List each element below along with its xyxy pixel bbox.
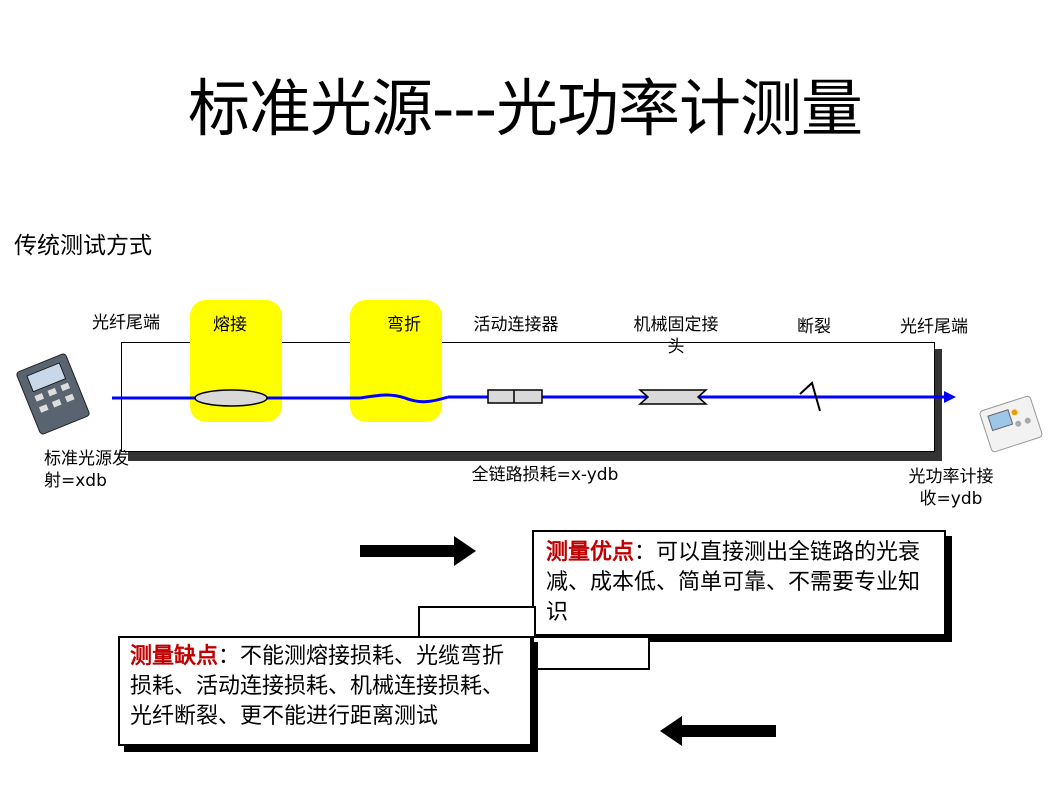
connector-rect-upper [418, 606, 536, 640]
bend-label: 弯折 [387, 315, 421, 335]
pros-text: 测量优点：可以直接测出全链路的光衰减、成本低、简单可靠、不需要专业知识 [546, 538, 930, 628]
active-connector-label: 活动连接器 [473, 315, 559, 335]
fusion-splice-icon [194, 389, 268, 407]
fiber-break-icon [799, 381, 821, 412]
mechanical-joint-label: 机械固定接头 [633, 315, 719, 357]
connector-rect-lower [532, 636, 650, 670]
pros-heading: 测量优点 [546, 540, 635, 565]
light-source-label: 标准光源发射=xdb [44, 449, 129, 491]
cons-body: ：不能测熔接损耗、光缆弯折损耗、活动连接损耗、机械连接损耗、光纤断裂、更不能进行… [130, 644, 505, 729]
break-label: 断裂 [797, 317, 831, 337]
cons-heading: 测量缺点 [130, 644, 219, 669]
page-title: 标准光源---光功率计测量 [187, 72, 863, 145]
cons-text: 测量缺点：不能测熔接损耗、光缆弯折损耗、活动连接损耗、机械连接损耗、光纤断裂、更… [130, 642, 518, 732]
pros-body: ：可以直接测出全链路的光衰减、成本低、简单可靠、不需要专业知识 [546, 540, 921, 625]
link-loss-label: 全链路损耗=x-ydb [471, 465, 619, 485]
cons-box: 测量缺点：不能测熔接损耗、光缆弯折损耗、活动连接损耗、机械连接损耗、光纤断裂、更… [118, 636, 532, 746]
left-fiber-end-label: 光纤尾端 [92, 313, 160, 333]
power-meter-label: 光功率计接收=ydb [908, 467, 994, 509]
arrow-right-icon [360, 536, 476, 566]
right-fiber-end-label: 光纤尾端 [900, 317, 968, 337]
fusion-label: 熔接 [213, 315, 247, 335]
pros-box: 测量优点：可以直接测出全链路的光衰减、成本低、简单可靠、不需要专业知识 [532, 530, 946, 636]
active-connector-icon [487, 389, 543, 404]
section-subtitle: 传统测试方式 [14, 233, 152, 259]
arrow-left-icon [660, 716, 776, 746]
mechanical-joint-icon [638, 389, 708, 405]
